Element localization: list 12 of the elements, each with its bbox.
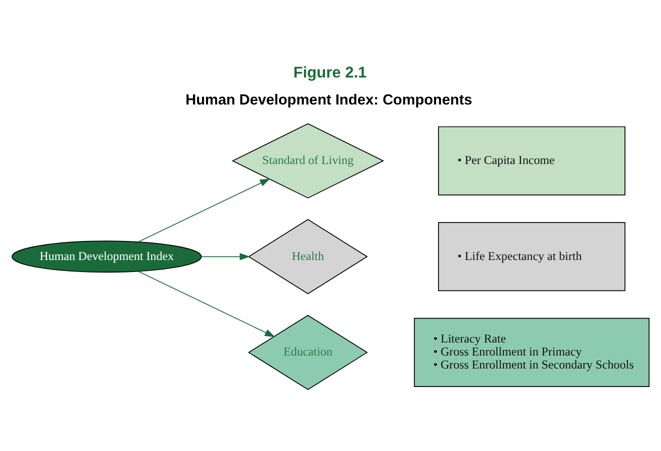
node-diamond: Education xyxy=(248,314,368,390)
caption: Human Development Index: Components xyxy=(186,92,472,108)
node-box: • Literacy Rate • Gross Enrollment in Primacy • Gross Enrollment in Secondary Schools xyxy=(414,317,650,386)
arrow xyxy=(138,178,270,242)
node-diamond: Health xyxy=(248,218,368,294)
node-box: • Life Expectancy at birth xyxy=(438,222,626,291)
node-diamond: Standard of Living xyxy=(232,122,384,198)
arrow xyxy=(201,252,250,260)
node-ellipse: Human Development Index xyxy=(12,240,202,272)
node-box: • Per Capita Income xyxy=(438,126,626,195)
arrow xyxy=(138,270,276,337)
diagram-title: Figure 2.1 xyxy=(293,64,367,81)
